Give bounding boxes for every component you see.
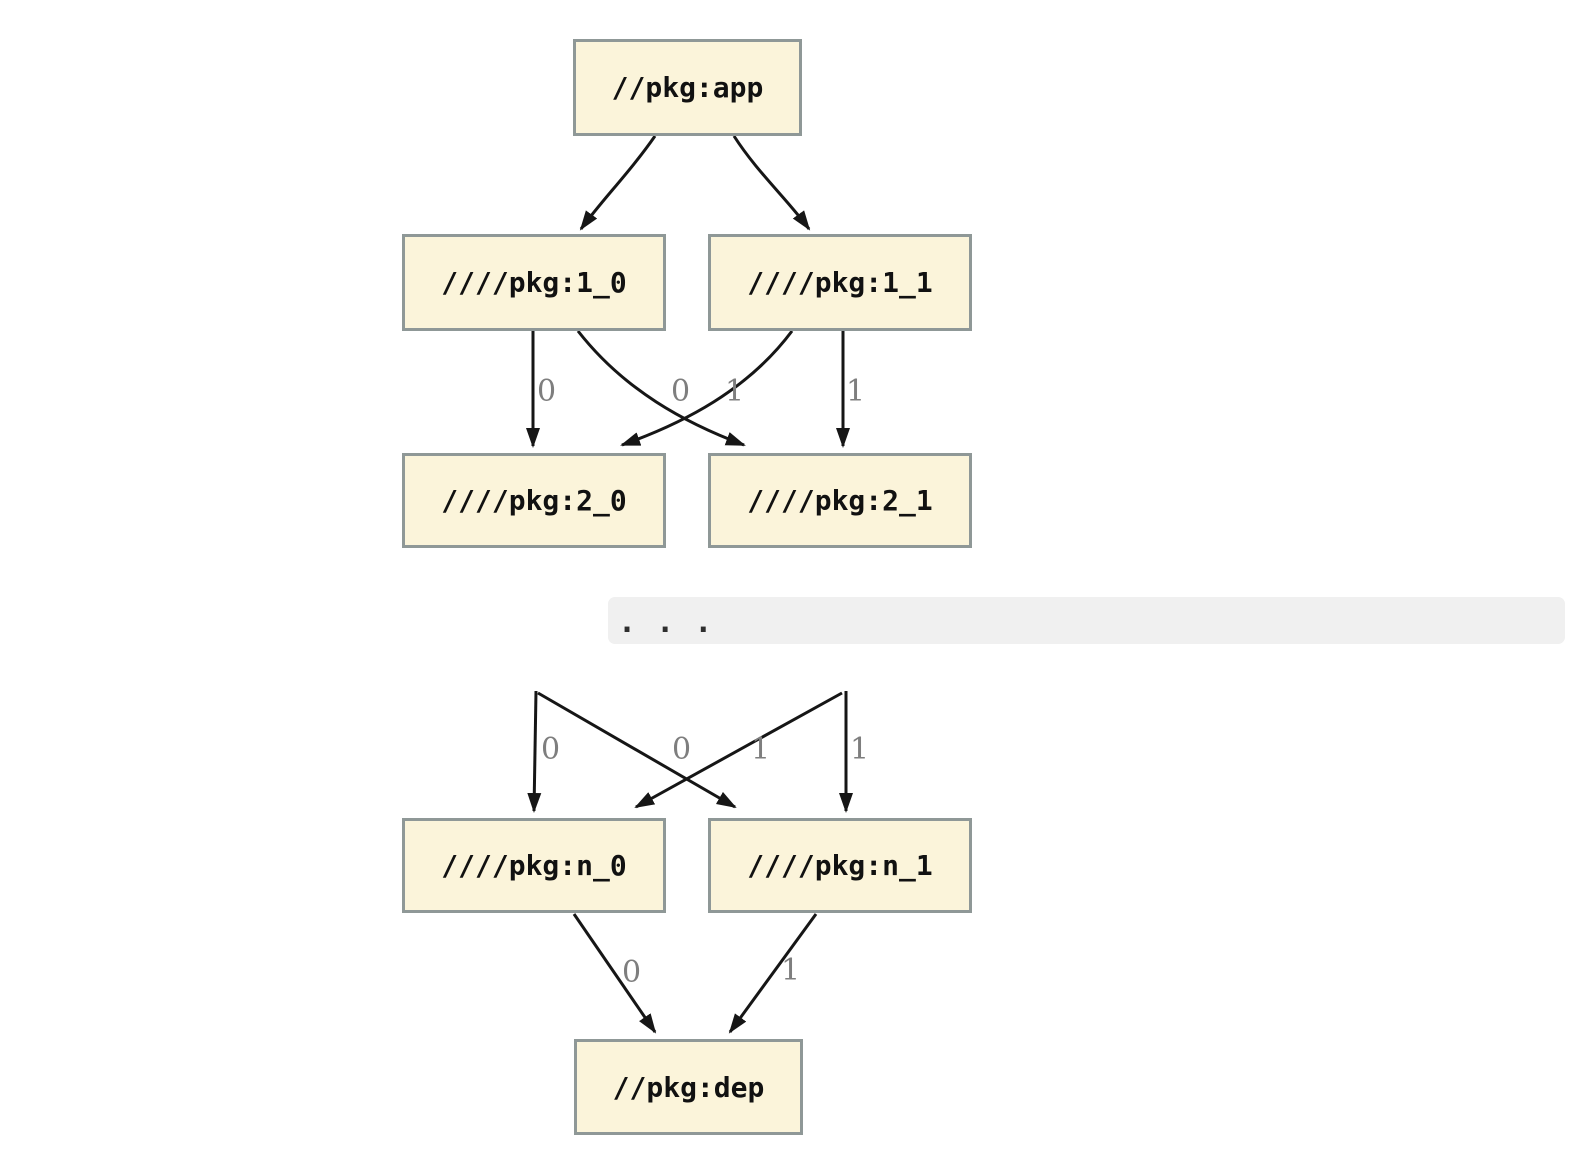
node-pkg-dep: //pkg:dep — [574, 1039, 803, 1135]
edge-elided-to-n_0-vertical — [527, 690, 542, 813]
edge-app-to-1_0 — [579, 135, 657, 231]
node-pkg-n_0: ////pkg:n_0 — [402, 818, 666, 913]
edge-elided-to-n_0-diagonal — [634, 691, 843, 809]
node-pkg-n_0-label: ////pkg:n_0 — [441, 849, 627, 882]
node-pkg-n_1-label: ////pkg:n_1 — [747, 849, 933, 882]
edge-label-1_0-2_1: 0 — [671, 374, 691, 409]
edge-label-n_0-dep: 0 — [622, 955, 642, 990]
node-pkg-2_0-label: ////pkg:2_0 — [441, 484, 627, 517]
edge-app-to-1_1 — [732, 135, 811, 231]
node-pkg-2_1-label: ////pkg:2_1 — [747, 484, 933, 517]
node-pkg-n_1: ////pkg:n_1 — [708, 818, 972, 913]
edge-n_1-to-dep — [728, 913, 818, 1034]
edge-label-elided-n_1-diagonal: 0 — [672, 732, 692, 767]
ellipsis-band: . . . — [608, 597, 1565, 644]
edge-label-n_1-dep: 1 — [781, 953, 801, 988]
node-pkg-2_0: ////pkg:2_0 — [402, 453, 666, 548]
node-pkg-1_0: ////pkg:1_0 — [402, 234, 666, 331]
node-pkg-1_1-label: ////pkg:1_1 — [747, 266, 933, 299]
node-pkg-1_0-label: ////pkg:1_0 — [441, 266, 627, 299]
edge-1_0-to-2_1 — [576, 330, 746, 447]
node-pkg-app-label: //pkg:app — [611, 71, 764, 104]
edge-label-1_1-2_0: 1 — [725, 374, 745, 409]
edge-label-1_1-2_1: 1 — [846, 374, 866, 409]
node-pkg-app: //pkg:app — [573, 39, 802, 136]
edge-label-elided-n_0-diagonal: 1 — [751, 732, 771, 767]
node-pkg-2_1: ////pkg:2_1 — [708, 453, 972, 548]
edge-1_1-to-2_0 — [620, 330, 794, 447]
edge-label-elided-n_0-vertical: 0 — [541, 732, 561, 767]
node-pkg-dep-label: //pkg:dep — [612, 1070, 765, 1104]
edge-label-1_0-2_0: 0 — [537, 374, 557, 409]
node-pkg-1_1: ////pkg:1_1 — [708, 234, 972, 331]
edge-label-elided-n_1-vertical: 1 — [850, 732, 870, 767]
edge-elided-to-n_1-diagonal — [537, 691, 737, 809]
ellipsis-dots: . . . — [618, 605, 714, 640]
edge-n_0-to-dep — [572, 913, 657, 1034]
